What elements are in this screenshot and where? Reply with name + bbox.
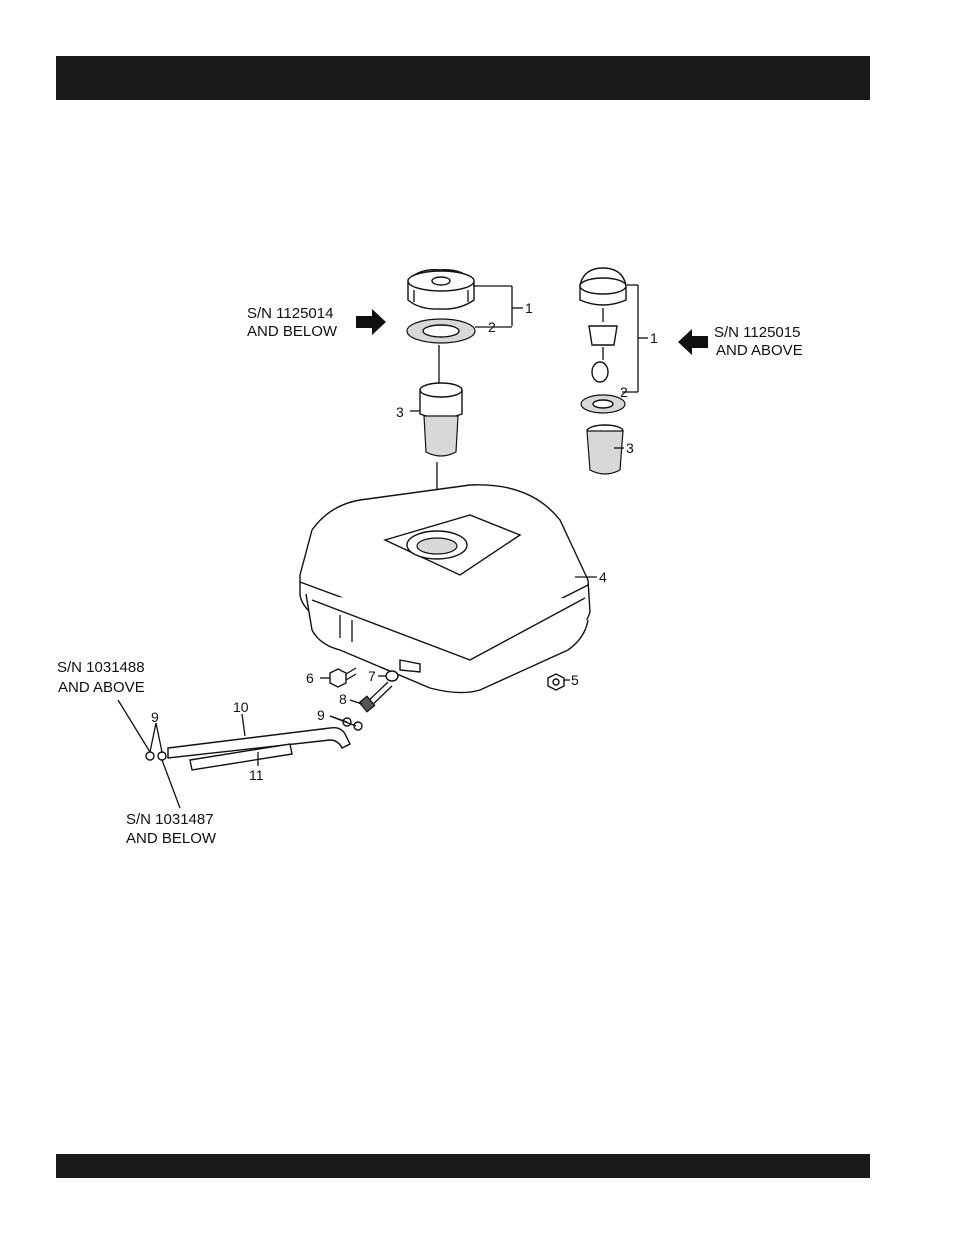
callout-nut-5: 5: [571, 672, 579, 688]
callout-right-3: 3: [626, 440, 634, 456]
fuel-tank: [300, 485, 590, 693]
callout-clip-9-left: 9: [151, 709, 159, 725]
sn-cap-new-line1: S/N 1125015: [714, 324, 800, 341]
sn-cap-new-line2: AND ABOVE: [716, 342, 803, 359]
strainer-new: [587, 425, 623, 474]
callout-left-2: 2: [488, 319, 496, 335]
callout-right-2: 2: [620, 384, 628, 400]
nut: [548, 674, 564, 690]
callout-left-3: 3: [396, 404, 404, 420]
sn-line-old-line1: S/N 1031487: [126, 811, 214, 828]
strainer-old: [420, 383, 462, 456]
callout-line-11: 11: [249, 767, 264, 783]
callout-bolt-6: 6: [306, 670, 314, 686]
callout-clip-9-right: 9: [317, 707, 325, 723]
cap-gasket-new: [581, 395, 625, 413]
fuel-cock: [359, 682, 392, 712]
arrow-right-icon: [356, 309, 386, 335]
arrow-left-icon: [678, 329, 708, 355]
footer-bar: [56, 1154, 870, 1178]
callout-right-1: 1: [650, 330, 658, 346]
callout-cock-8: 8: [339, 691, 347, 707]
clip-left: [146, 752, 166, 760]
cap-tether-ring: [592, 362, 608, 382]
sn-line-new-line1: S/N 1031488: [57, 659, 145, 676]
sn-cap-old-line2: AND BELOW: [247, 323, 338, 340]
sn-line-old-line2: AND BELOW: [126, 830, 217, 847]
callout-line-10: 10: [233, 699, 249, 715]
fuel-cap-old: [408, 270, 474, 309]
callout-washer-7: 7: [368, 668, 376, 684]
bolt: [330, 668, 356, 687]
sn-cap-old-line1: S/N 1125014: [247, 305, 333, 322]
fuel-cap-new: [580, 268, 626, 305]
cap-gasket-old: [407, 319, 475, 343]
callout-tank-4: 4: [599, 569, 607, 585]
callout-left-1: 1: [525, 300, 533, 316]
washer: [386, 671, 398, 681]
cap-insert-new: [589, 326, 617, 345]
sn-line-new-line2: AND ABOVE: [58, 679, 145, 696]
